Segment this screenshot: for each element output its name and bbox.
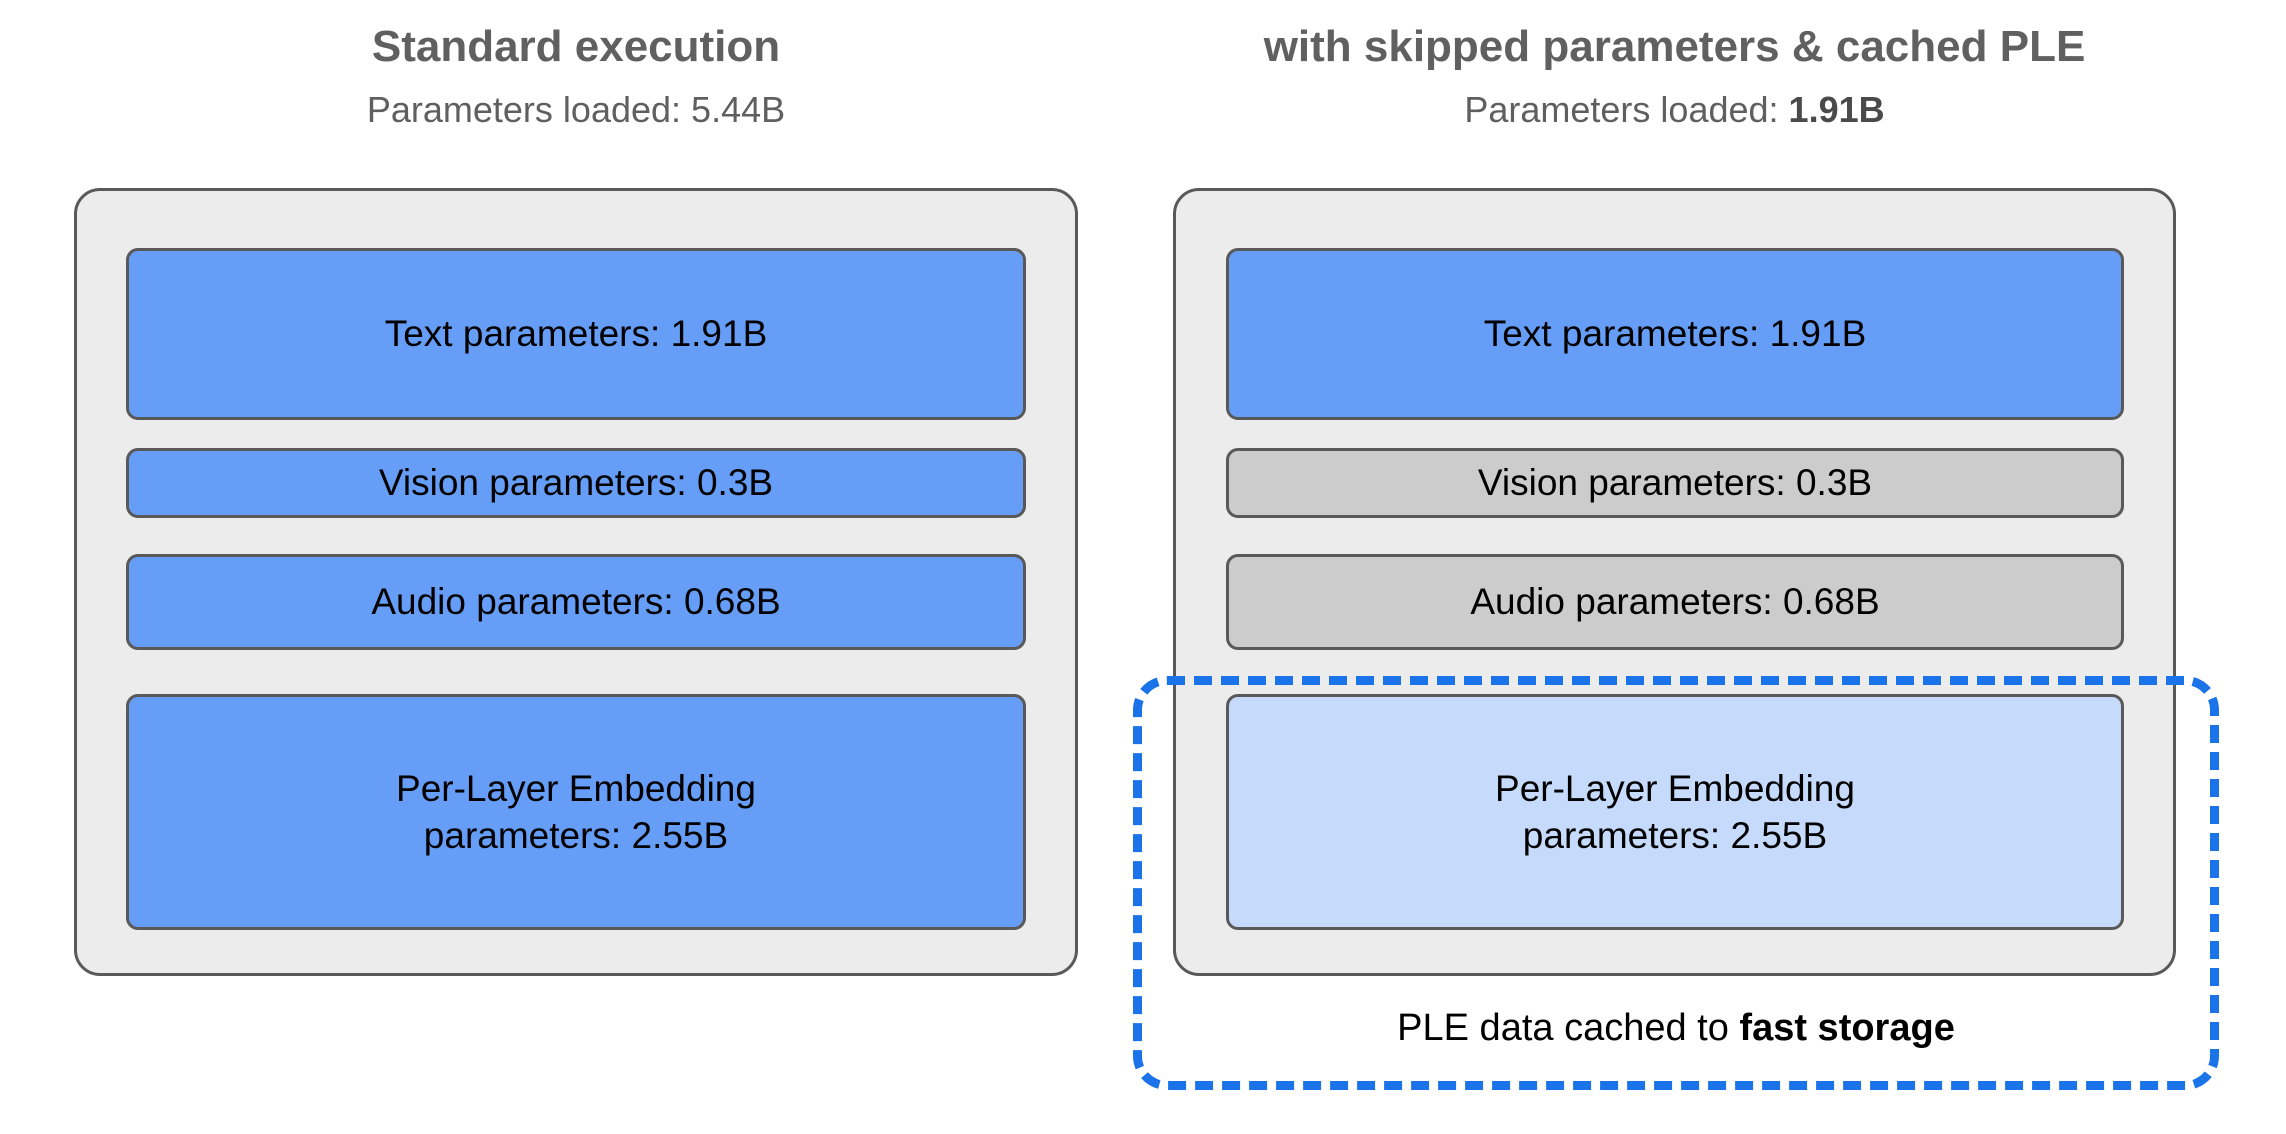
right-column-subtitle: Parameters loaded: 1.91B [1173,89,2176,130]
left-text-parameters-box: Text parameters: 1.91B [126,248,1026,420]
left-text-parameters-label: Text parameters: 1.91B [384,313,768,355]
right-subtitle-value: 1.91B [1788,88,1885,130]
ple-cache-caption-strong: fast storage [1739,1007,1955,1049]
right-ple-parameters-box: Per-Layer Embedding parameters: 2.55B [1226,694,2124,930]
right-audio-parameters-box: Audio parameters: 0.68B [1226,554,2124,650]
left-column-header: Standard execution Parameters loaded: 5.… [74,22,1078,130]
right-text-parameters-box: Text parameters: 1.91B [1226,248,2124,420]
left-vision-parameters-box: Vision parameters: 0.3B [126,448,1026,518]
right-audio-parameters-label: Audio parameters: 0.68B [1470,581,1880,623]
left-audio-parameters-label: Audio parameters: 0.68B [371,581,781,623]
right-ple-parameters-label-line1: Per-Layer Embedding [1495,767,1855,809]
left-ple-parameters-label-line1: Per-Layer Embedding [396,767,756,809]
right-column-header: with skipped parameters & cached PLE Par… [1173,22,2176,130]
right-subtitle-prefix: Parameters loaded: [1464,88,1789,130]
ple-cache-caption-prefix: PLE data cached to [1397,1007,1740,1049]
right-vision-parameters-label: Vision parameters: 0.3B [1477,462,1873,504]
left-column-title: Standard execution [371,22,781,71]
right-ple-parameters-label-line2: parameters: 2.55B [1522,815,1828,856]
left-subtitle-value: 5.44B [691,88,786,130]
left-subtitle-prefix: Parameters loaded: [366,88,692,130]
right-vision-parameters-box: Vision parameters: 0.3B [1226,448,2124,518]
right-text-parameters-label: Text parameters: 1.91B [1483,313,1867,355]
ple-cache-caption: PLE data cached to fast storage [1133,1007,2219,1050]
left-ple-parameters-box: Per-Layer Embedding parameters: 2.55B [126,694,1026,930]
left-vision-parameters-label: Vision parameters: 0.3B [378,462,774,504]
left-ple-parameters-label-line2: parameters: 2.55B [423,815,729,856]
left-audio-parameters-box: Audio parameters: 0.68B [126,554,1026,650]
left-column-subtitle: Parameters loaded: 5.44B [74,89,1078,130]
right-column-title: with skipped parameters & cached PLE [1263,22,2086,71]
